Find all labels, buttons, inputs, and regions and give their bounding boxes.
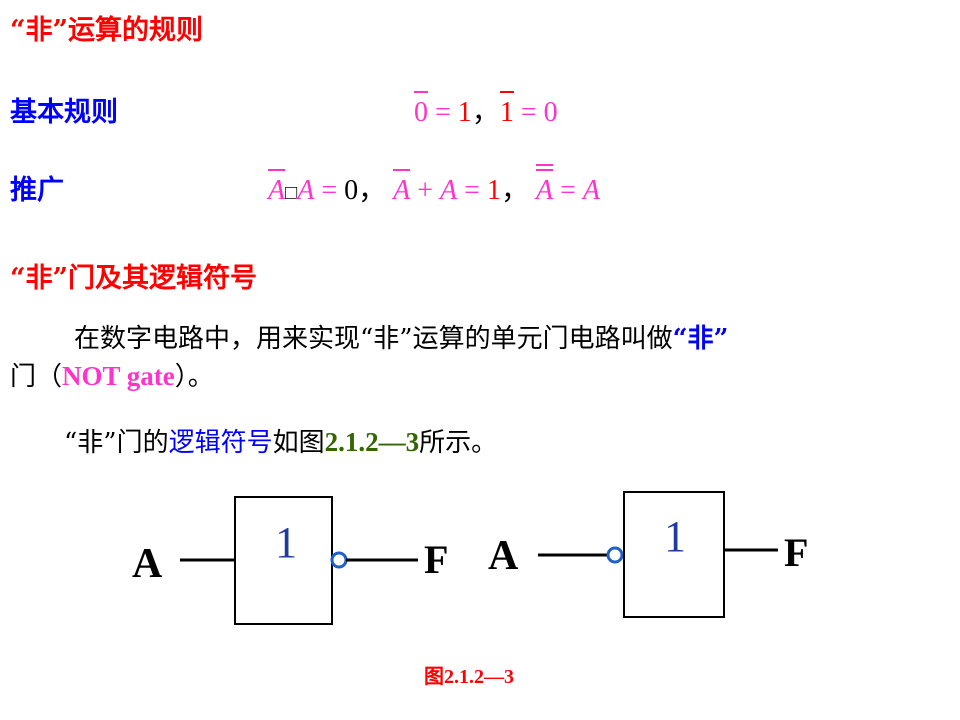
gate1-symbol: 1 <box>275 518 297 567</box>
gate2-inversion-bubble <box>606 546 624 564</box>
formula-term-1-bar: 1 <box>499 91 514 128</box>
gate2-box <box>623 491 725 618</box>
not-gate-1: A 1 F <box>132 496 448 625</box>
gate2-input-label: A <box>488 533 519 579</box>
formula-basic-rules: 0 = 1，1 = 0 <box>414 91 558 128</box>
gate2-symbol: 1 <box>664 512 686 561</box>
gate1-input-label: A <box>132 541 163 587</box>
paragraph-definition-line1: 在数字电路中，用来实现“非”运算的单元门电路叫做“非” <box>74 324 729 354</box>
gate1-inversion-bubble <box>330 551 348 569</box>
figure-caption: 图2.1.2—3 <box>424 666 514 688</box>
not-gate-figure: A 1 F A 1 F <box>132 491 808 625</box>
gate2-output-label: F <box>784 530 808 575</box>
formula-term-0-bar: 0 <box>414 91 428 128</box>
section-title-not-rules: “非”运算的规则 <box>10 15 204 46</box>
section-title-not-gate: “非”门及其逻辑符号 <box>10 263 258 294</box>
not-gate-2: A 1 F <box>488 491 808 618</box>
label-generalization: 推广 <box>10 175 64 206</box>
paragraph-figure-reference: “非”门的逻辑符号如图2.1.2—3所示。 <box>64 427 498 458</box>
label-basic-rules: 基本规则 <box>10 97 118 128</box>
formula-generalization: A□A = 0， A + A = 1， A = A <box>268 164 600 206</box>
paragraph-definition-line2: 门（NOT gate）。 <box>10 361 214 392</box>
gate1-output-label: F <box>424 537 448 582</box>
